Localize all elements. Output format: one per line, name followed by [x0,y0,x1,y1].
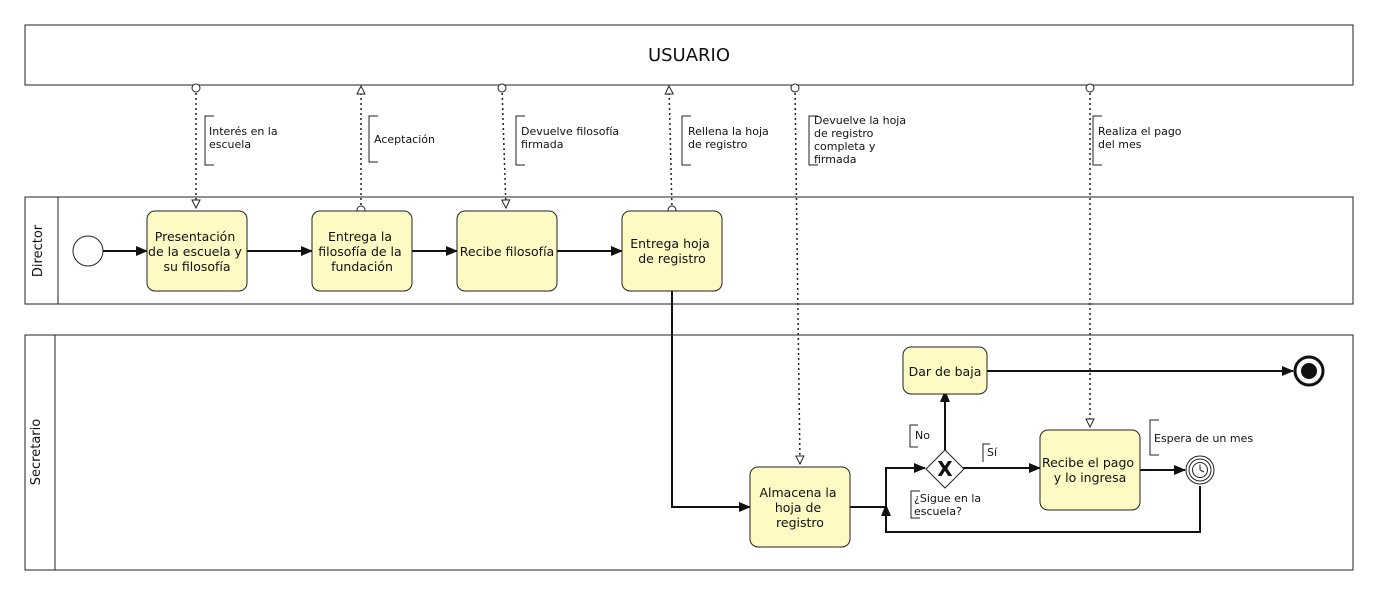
message-rellena-hoja[interactable] [669,86,672,210]
annotation-rellena-hoja: Rellena la hoja de registro [681,115,772,166]
annotation-devuelve-filosofia: Devuelve filosofía firmada [515,115,623,166]
annotation-aceptacion: Aceptación [368,115,435,163]
flow-hoja-to-almacena[interactable] [671,291,751,512]
gateway-question-text: ¿Sigue en la escuela? [914,492,985,518]
director-lane-title: Director [31,224,46,277]
gateway-x-icon: X [937,457,953,481]
label-no: No [909,424,930,448]
annotation-rellena-hoja-text: Rellena la hoja de registro [688,125,772,151]
timer-annotation: Espera de un mes [1149,419,1253,456]
annotation-devuelve-hoja-text: Devuelve la hoja de registro completa y … [814,114,910,166]
task-recibe-pago[interactable]: Recibe el pago y lo ingresa [1039,429,1141,511]
usuario-pool-title: USUARIO [648,45,730,66]
task-entrega-filosofia[interactable]: Entrega la filosofía de la fundación [311,210,413,292]
gateway-question-annotation: ¿Sigue en la escuela? [910,490,985,519]
secretario-lane-title: Secretario [29,419,44,485]
usuario-pool[interactable]: USUARIO [24,24,1354,86]
label-si: Sí [982,443,998,462]
timer-event[interactable] [1185,455,1215,485]
task-recibe-pago-label: Recibe el pago y lo ingresa [1042,455,1138,485]
message-annotations: Interés en la escuela Aceptación Devuelv… [204,114,1185,166]
annotation-pago: Realiza el pago del mes [1092,115,1185,166]
task-recibe-filosofia[interactable]: Recibe filosofía [456,210,558,292]
task-recibe-filosofia-label: Recibe filosofía [460,244,554,259]
timer-annotation-text: Espera de un mes [1154,432,1253,445]
task-dar-de-baja[interactable]: Dar de baja [902,346,988,395]
task-almacena-hoja[interactable]: Almacena la hoja de registro [749,466,851,548]
annotation-pago-text: Realiza el pago del mes [1098,125,1185,151]
annotation-devuelve-filosofia-text: Devuelve filosofía firmada [521,125,623,151]
task-entrega-filosofia-label: Entrega la filosofía de la fundación [318,229,405,274]
sequence-flows [103,246,1294,533]
annotation-devuelve-hoja: Devuelve la hoja de registro completa y … [808,114,910,166]
task-dar-de-baja-label: Dar de baja [909,364,982,379]
task-entrega-hoja[interactable]: Entrega hoja de registro [621,210,723,292]
label-si-text: Sí [987,446,998,459]
exclusive-gateway[interactable]: X [925,449,965,489]
label-no-text: No [915,429,930,442]
flow-almacena-to-gateway[interactable] [850,463,926,508]
annotation-aceptacion-text: Aceptación [374,133,435,146]
start-event[interactable] [72,235,104,267]
end-event[interactable] [1293,355,1325,387]
task-presentacion[interactable]: Presentación de la escuela y su filosofí… [146,210,248,292]
task-almacena-hoja-label: Almacena la hoja de registro [759,485,840,530]
message-devuelve-filosofia[interactable] [502,88,506,208]
message-flows [196,86,1090,464]
flow-timer-loop-back[interactable] [881,486,1201,533]
task-presentacion-label: Presentación de la escuela y su filosofí… [148,229,246,274]
annotation-interes-text: Interés en la escuela [209,125,281,151]
task-entrega-hoja-label: Entrega hoja de registro [630,236,714,266]
annotation-interes: Interés en la escuela [204,115,281,166]
